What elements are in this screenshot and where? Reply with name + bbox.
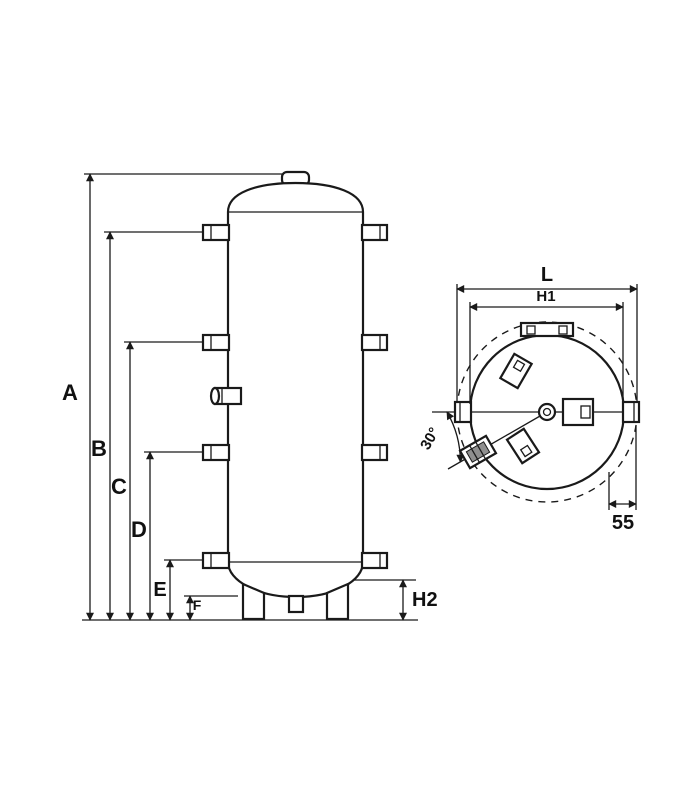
dim-label-c: C xyxy=(111,474,127,499)
nozzle-left-2 xyxy=(201,333,231,352)
nozzle-right-3 xyxy=(360,443,389,462)
nozzle-left-4 xyxy=(201,551,231,570)
nozzle-right-2 xyxy=(360,333,389,352)
dim-label-l: L xyxy=(541,264,553,286)
dim-label-d: D xyxy=(131,517,147,542)
extension-lines-left xyxy=(84,173,282,597)
dim-label-e: E xyxy=(153,579,166,601)
bolt-hole-right xyxy=(558,325,568,335)
dim-label-30deg: 30° xyxy=(417,425,443,453)
top-view: L H1 55 30° xyxy=(417,264,641,534)
upper-rotated-port xyxy=(498,352,534,390)
bolt-hole-left xyxy=(526,325,536,335)
center-hub xyxy=(537,402,557,422)
side-view: A B C D E F H2 xyxy=(62,170,438,621)
left-flange xyxy=(453,400,473,424)
dimension-55 xyxy=(608,426,637,510)
tank-body xyxy=(226,181,365,599)
nozzle-left-3 xyxy=(201,443,231,462)
nozzle-left-1 xyxy=(201,223,231,242)
middle-sleeve-fitting xyxy=(209,386,243,406)
nozzle-right-1 xyxy=(360,223,389,242)
dim-label-h1: H1 xyxy=(536,288,555,305)
dimension-lines-left xyxy=(86,173,194,621)
dim-label-f: F xyxy=(193,597,202,613)
left-nozzles xyxy=(201,223,231,570)
tank-legs xyxy=(241,582,350,621)
top-flange-pad xyxy=(519,321,575,338)
dim-label-a: A xyxy=(62,380,78,405)
nozzle-right-4 xyxy=(360,551,389,570)
right-internal-fitting xyxy=(555,397,623,427)
right-flange xyxy=(621,400,641,424)
dimension-l xyxy=(456,284,638,402)
right-nozzles xyxy=(360,223,389,570)
lower-rotated-port xyxy=(505,427,541,465)
dimension-h1 xyxy=(469,302,624,404)
dim-label-h2: H2 xyxy=(412,589,438,611)
leg-right xyxy=(325,582,350,621)
coupling-30deg xyxy=(458,434,498,470)
dimension-h2 xyxy=(354,579,416,621)
dim-label-b: B xyxy=(91,436,107,461)
leg-left xyxy=(241,582,266,621)
dim-label-55: 55 xyxy=(612,512,634,534)
angle-arc-30 xyxy=(446,411,465,463)
drain-stub xyxy=(287,594,305,614)
